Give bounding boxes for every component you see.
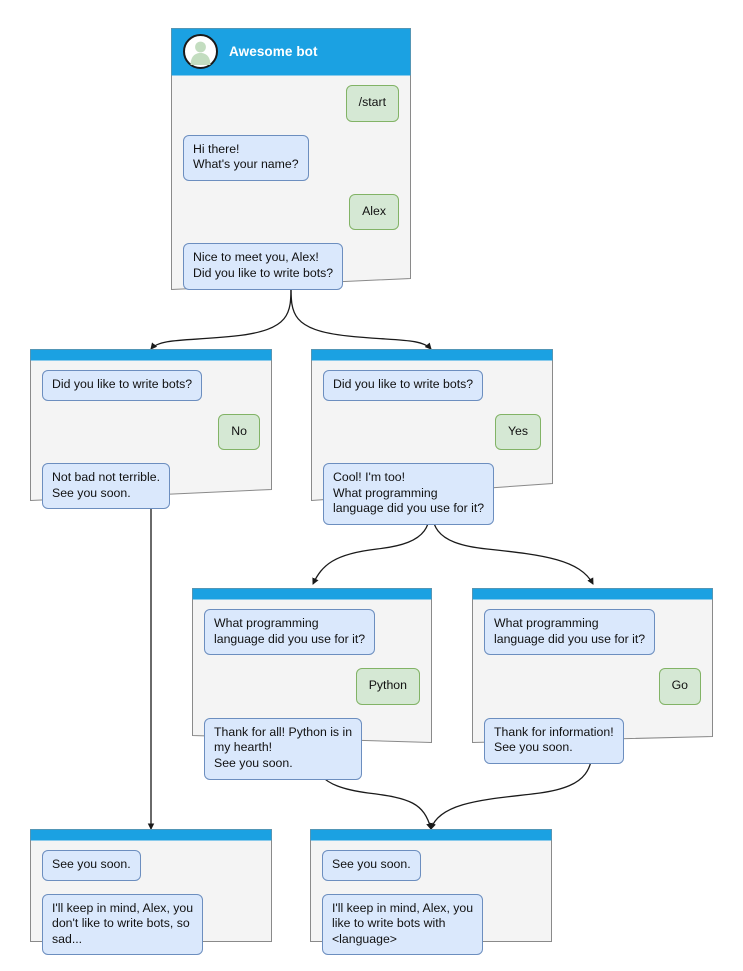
message-row: Nice to meet you, Alex! Did you like to … [183,243,399,290]
user-message-bubble[interactable]: Go [658,668,701,705]
user-message-bubble[interactable]: Yes [494,413,541,451]
card-header-bar [30,349,272,360]
person-avatar-icon [183,34,218,69]
message-row: See you soon. [42,850,260,881]
bot-message-bubble[interactable]: Thank for information! See you soon. [484,717,624,764]
message-row: What programming language did you use fo… [484,609,701,656]
message-row: Did you like to write bots? [323,370,541,401]
bot-message-bubble[interactable]: What programming language did you use fo… [484,609,656,656]
bot-message-bubble[interactable]: See you soon. [42,850,141,881]
bot-title: Awesome bot [229,43,318,59]
message-row: Thank for information! See you soon. [484,717,701,764]
user-message-bubble[interactable]: /start [345,85,399,122]
message-list-branch-python: What programming language did you use fo… [192,599,432,793]
message-list-end-sad: See you soon. I'll keep in mind, Alex, y… [30,840,272,968]
message-row: What programming language did you use fo… [204,609,420,656]
message-row: I'll keep in mind, Alex, you don't like … [42,893,260,956]
message-row: Python [204,668,420,705]
message-row: See you soon. [322,850,540,881]
bot-message-bubble[interactable]: Cool! I'm too! What programming language… [323,463,495,525]
message-row: Did you like to write bots? [42,370,260,401]
bot-message-bubble[interactable]: What programming language did you use fo… [204,609,376,656]
bot-message-bubble[interactable]: See you soon. [322,850,421,881]
chat-card-root[interactable]: Awesome bot /start Hi there! What's your… [171,28,411,290]
message-row: Go [484,668,701,705]
card-header-bar [311,349,553,360]
card-header-bar [472,588,713,599]
bot-message-bubble[interactable]: Thank for all! Python is in my hearth! S… [204,717,363,780]
bot-message-bubble[interactable]: I'll keep in mind, Alex, you like to wri… [322,893,484,956]
chat-card-branch-go[interactable]: What programming language did you use fo… [472,588,713,764]
bot-message-bubble[interactable]: Nice to meet you, Alex! Did you like to … [183,243,344,290]
message-row: Yes [323,413,541,451]
card-header-bar [30,829,272,840]
card-header-root: Awesome bot [171,28,411,75]
bot-message-bubble[interactable]: Did you like to write bots? [42,370,203,401]
user-message-bubble[interactable]: No [218,413,260,451]
chat-card-end-sad[interactable]: See you soon. I'll keep in mind, Alex, y… [30,829,272,956]
chat-card-end-happy[interactable]: See you soon. I'll keep in mind, Alex, y… [310,829,552,956]
bot-message-bubble[interactable]: I'll keep in mind, Alex, you don't like … [42,893,204,956]
user-message-bubble[interactable]: Alex [349,193,399,231]
message-row: No [42,413,260,451]
message-row: I'll keep in mind, Alex, you like to wri… [322,893,540,956]
message-list-root: /start Hi there! What's your name? Alex … [171,75,411,303]
bot-message-bubble[interactable]: Not bad not terrible. See you soon. [42,463,171,510]
message-row: Hi there! What's your name? [183,134,399,181]
message-list-branch-no: Did you like to write bots? No Not bad n… [30,360,272,522]
user-message-bubble[interactable]: Python [355,668,420,705]
chat-card-branch-yes[interactable]: Did you like to write bots? Yes Cool! I'… [311,349,553,525]
chat-card-branch-no[interactable]: Did you like to write bots? No Not bad n… [30,349,272,510]
bot-message-bubble[interactable]: Hi there! What's your name? [183,134,309,181]
message-row: Alex [183,193,399,231]
message-row: Cool! I'm too! What programming language… [323,463,541,525]
chat-card-branch-python[interactable]: What programming language did you use fo… [192,588,432,780]
card-header-bar [310,829,552,840]
card-header-bar [192,588,432,599]
message-list-branch-go: What programming language did you use fo… [472,599,713,777]
message-row: /start [183,85,399,122]
bot-message-bubble[interactable]: Did you like to write bots? [323,370,484,401]
message-row: Thank for all! Python is in my hearth! S… [204,717,420,780]
message-row: Not bad not terrible. See you soon. [42,463,260,510]
message-list-end-happy: See you soon. I'll keep in mind, Alex, y… [310,840,552,968]
message-list-branch-yes: Did you like to write bots? Yes Cool! I'… [311,360,553,538]
